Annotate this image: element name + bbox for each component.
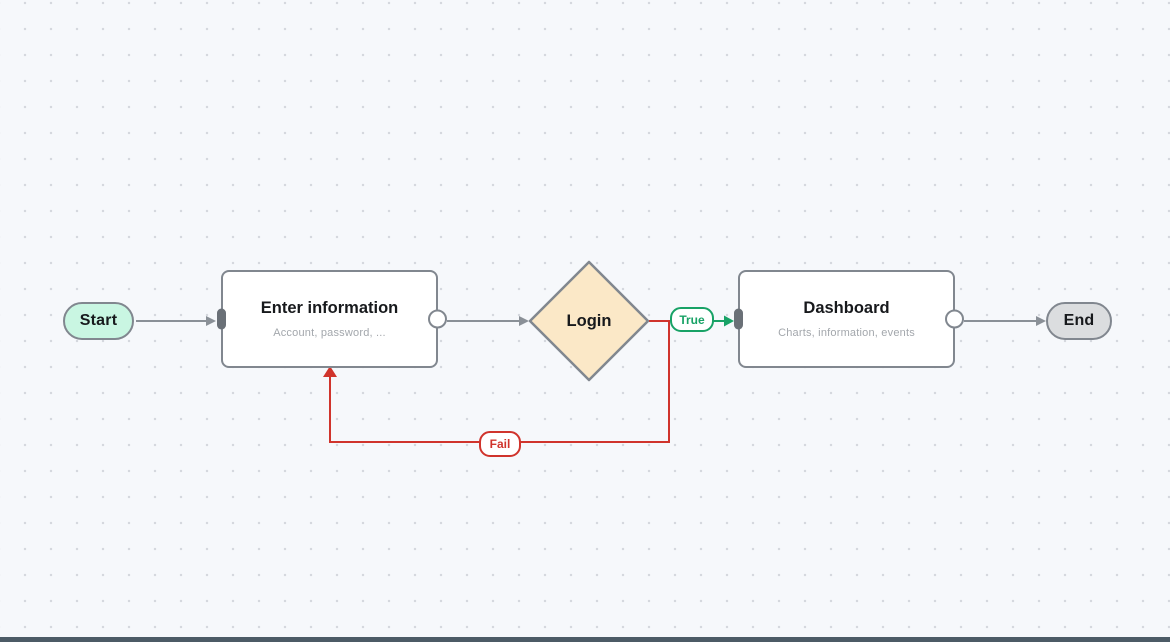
true-label-text: True: [679, 312, 705, 327]
node-enter-information[interactable]: Enter information Account, password, ...: [216, 270, 447, 368]
fail-label-text: Fail: [489, 437, 511, 451]
edge-label-true[interactable]: True: [670, 307, 714, 332]
arrowhead-icon: [1036, 316, 1046, 326]
arrowhead-icon: [724, 315, 734, 327]
node-end[interactable]: End: [1046, 302, 1112, 340]
enter-information-input-port[interactable]: [216, 308, 226, 330]
dashboard-subtitle: Charts, information, events: [778, 327, 915, 339]
edge-label-fail[interactable]: Fail: [479, 431, 521, 457]
enter-information-output-port[interactable]: [427, 309, 447, 329]
dashboard-title: Dashboard: [803, 299, 890, 317]
edge-start-to-enter-information[interactable]: [136, 316, 216, 326]
login-label: Login: [566, 311, 612, 330]
node-login[interactable]: Login: [527, 259, 651, 383]
edge-enter-information-to-login[interactable]: [447, 316, 529, 326]
edge-dashboard-to-end[interactable]: [964, 316, 1046, 326]
end-label: End: [1063, 312, 1095, 329]
enter-information-subtitle: Account, password, ...: [273, 327, 386, 339]
arrowhead-icon: [206, 316, 216, 326]
dashboard-output-port[interactable]: [944, 309, 964, 329]
bottom-bar: [0, 637, 1170, 642]
enter-information-title: Enter information: [260, 299, 399, 317]
start-label: Start: [79, 312, 118, 329]
dashboard-input-port[interactable]: [733, 308, 743, 330]
node-dashboard[interactable]: Dashboard Charts, information, events: [733, 270, 964, 368]
node-start[interactable]: Start: [63, 302, 134, 340]
login-diamond-shape: [528, 260, 650, 382]
